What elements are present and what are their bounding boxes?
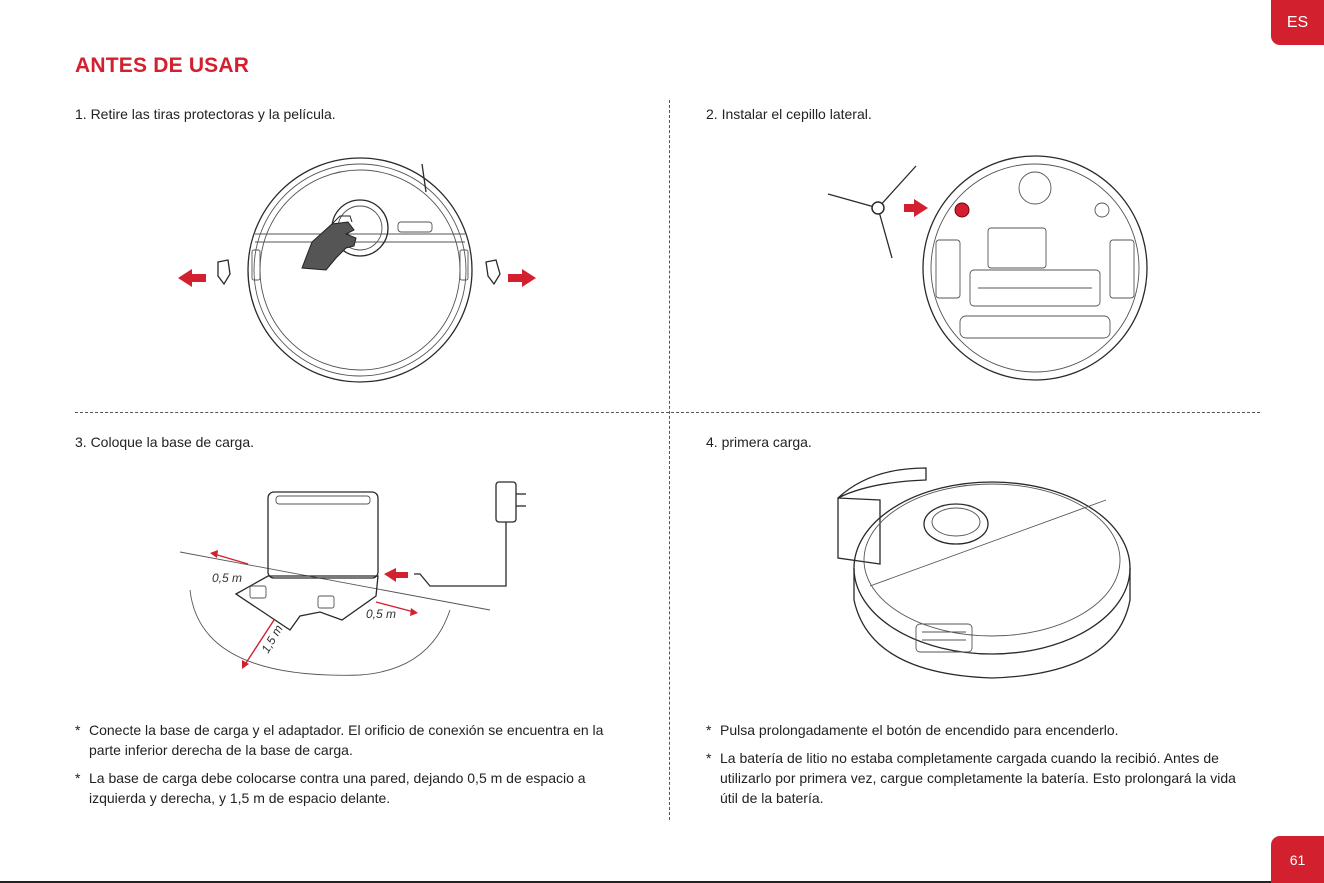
step-3-illustration: 0,5 m 0,5 m 1,5 m xyxy=(180,481,526,676)
step-2-label: 2. Instalar el cepillo lateral. xyxy=(706,106,872,122)
footer-rule xyxy=(0,881,1271,883)
distance-side-right: 0,5 m xyxy=(366,607,396,621)
arrow-left-icon xyxy=(178,269,206,287)
side-brush-icon xyxy=(827,165,917,259)
step-1-illustration xyxy=(178,157,536,383)
robot-vacuum-icon xyxy=(247,157,473,383)
charging-dock-icon xyxy=(234,491,379,631)
step-2-illustration xyxy=(827,155,1148,381)
note-power-button: Pulsa prolongadamente el botón de encend… xyxy=(706,720,1256,740)
arrow-right-icon xyxy=(904,199,928,217)
hand-icon xyxy=(301,215,357,271)
power-adapter-icon xyxy=(414,481,526,587)
vertical-divider xyxy=(669,100,670,820)
step-3-label: 3. Coloque la base de carga. xyxy=(75,434,255,450)
step-4-illustration xyxy=(837,467,1131,679)
horizontal-divider xyxy=(75,412,1260,413)
page-title: ANTES DE USAR xyxy=(75,54,250,77)
page-number: 61 xyxy=(1271,836,1324,883)
note-dock-placement: La base de carga debe colocarse contra u… xyxy=(75,768,615,808)
robot-vacuum-icon xyxy=(853,481,1131,679)
note-battery: La batería de litio no estaba completame… xyxy=(706,748,1256,808)
arrow-left-icon xyxy=(384,568,408,582)
arrow-right-icon xyxy=(508,269,536,287)
notes-right: Pulsa prolongadamente el botón de encend… xyxy=(706,720,1256,816)
robot-vacuum-icon xyxy=(922,155,1148,381)
charging-dock-icon xyxy=(837,467,927,565)
step-4-label: 4. primera carga. xyxy=(706,434,812,450)
distance-side-left: 0,5 m xyxy=(212,571,242,585)
note-dock-connection: Conecte la base de carga y el adaptador.… xyxy=(75,720,615,760)
step-1-label: 1. Retire las tiras protectoras y la pel… xyxy=(75,106,336,122)
notes-left: Conecte la base de carga y el adaptador.… xyxy=(75,720,615,816)
protective-strip-icon xyxy=(217,259,501,286)
distance-front: 1,5 m xyxy=(258,623,285,656)
language-tab: ES xyxy=(1271,0,1324,45)
